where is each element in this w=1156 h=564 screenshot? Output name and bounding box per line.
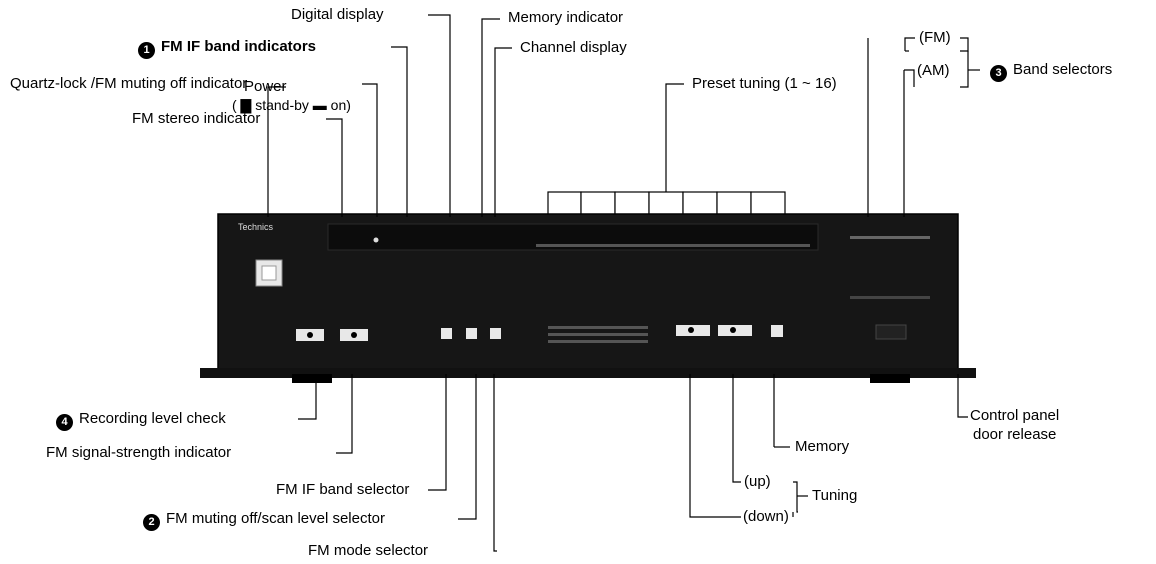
- label-digital-display: Digital display: [291, 6, 384, 24]
- label-power-modes: ( ▇ stand-by ▬ on): [232, 96, 351, 114]
- badge-four: 4: [56, 414, 73, 431]
- mode-button: [490, 328, 501, 339]
- preset-button-row: [548, 192, 785, 216]
- label-up: (up): [744, 473, 771, 491]
- label-power: Power: [244, 78, 287, 96]
- label-preset-tuning: Preset tuning (1 ~ 16): [692, 75, 837, 93]
- label-control-panel-2: door release: [973, 426, 1056, 444]
- label-fm: (FM): [919, 29, 951, 47]
- muting-button: [466, 328, 477, 339]
- label-fm-signal-strength: FM signal-strength indicator: [46, 444, 231, 462]
- badge-one: 1: [138, 42, 155, 59]
- label-fm-if-band-selector: FM IF band selector: [276, 481, 409, 499]
- label-control-panel-1: Control panel: [970, 407, 1059, 425]
- label-fm-mode-selector: FM mode selector: [308, 542, 428, 560]
- badge-three: 3: [990, 65, 1007, 82]
- badge-two: 2: [143, 514, 160, 531]
- label-am: (AM): [917, 62, 950, 80]
- memory-button: [771, 325, 783, 337]
- label-tuning: Tuning: [812, 487, 857, 505]
- if-band-button: [441, 328, 452, 339]
- label-channel-display: Channel display: [520, 39, 627, 57]
- label-down: (down): [743, 508, 789, 526]
- foot-left: [292, 374, 332, 383]
- foot-right: [870, 374, 910, 383]
- label-memory: Memory: [795, 438, 849, 456]
- label-memory-indicator: Memory indicator: [508, 9, 623, 27]
- label-quartz-lock: Quartz-lock /FM muting off indicator: [10, 75, 247, 93]
- brand-logo: Technics: [238, 222, 274, 232]
